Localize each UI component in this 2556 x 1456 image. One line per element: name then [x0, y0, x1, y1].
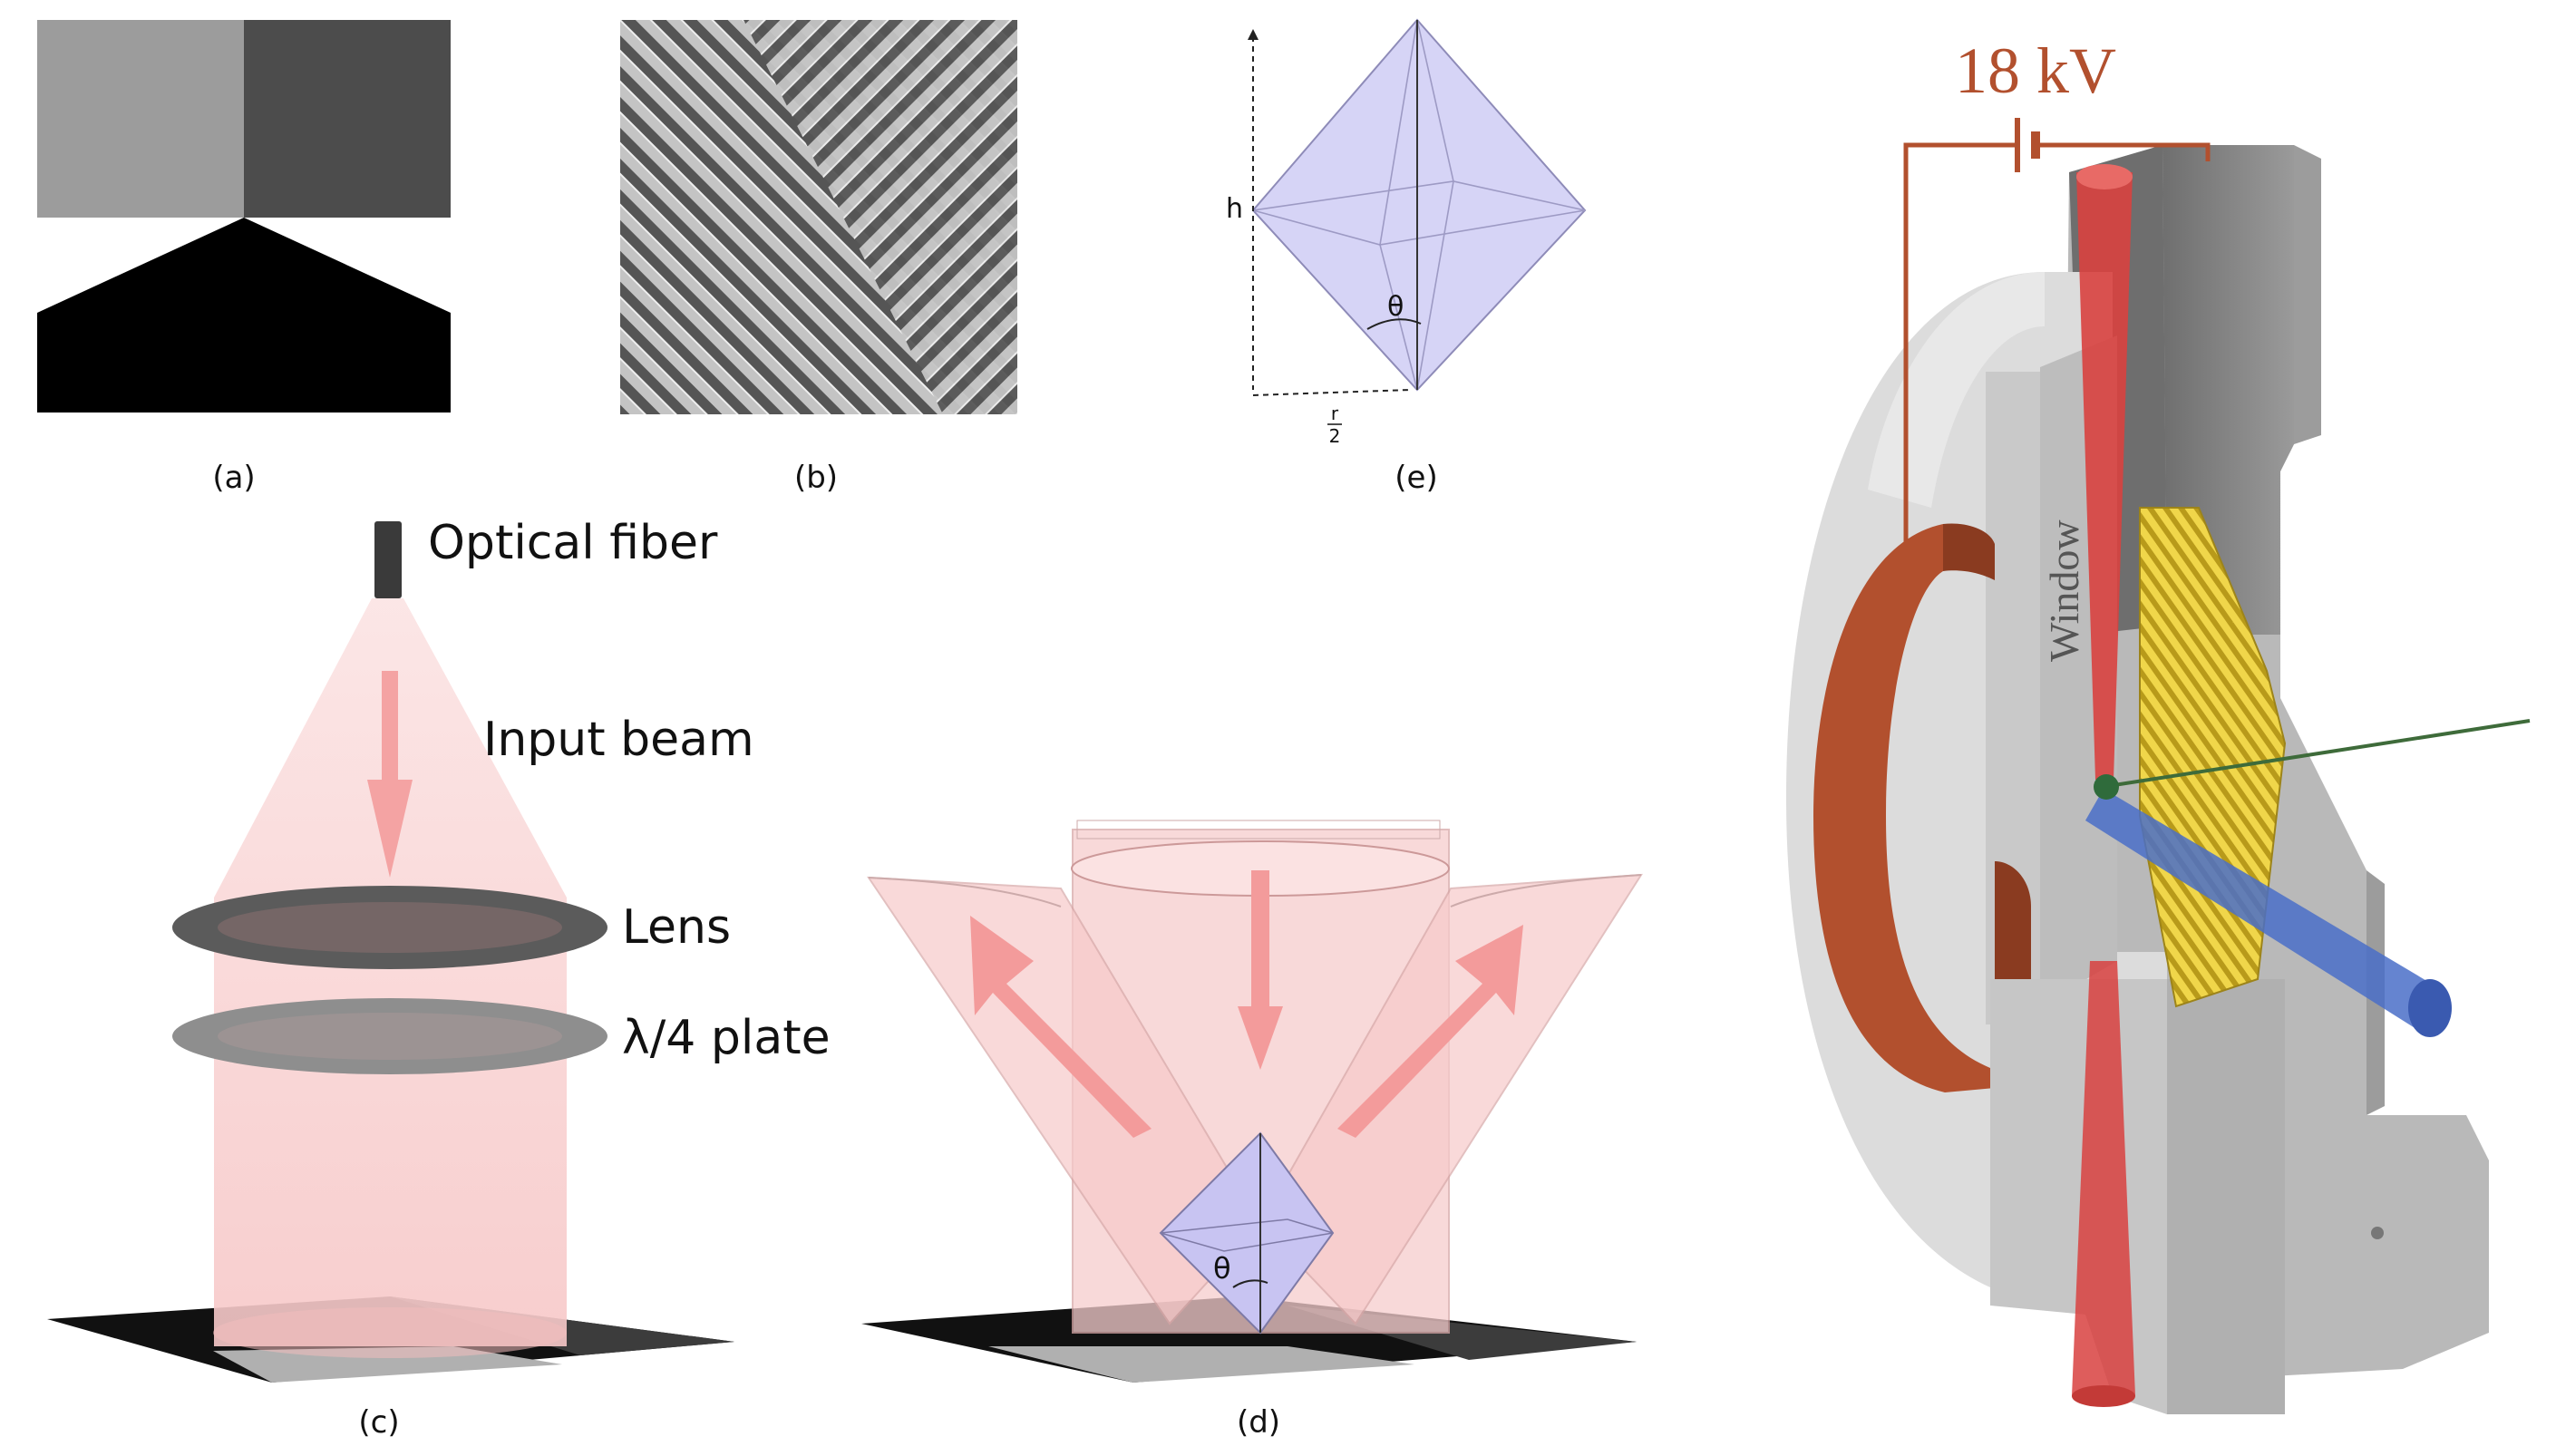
- theta-label: θ: [1387, 291, 1404, 323]
- copper-ring-top: [1943, 523, 1995, 580]
- radius-dimension-line: [1252, 389, 1411, 396]
- reflected-arrow-left: [970, 916, 1152, 1138]
- laser-beam-top: [2076, 172, 2133, 780]
- reflected-beam-right-rim: [1450, 874, 1642, 908]
- label-lens: Lens: [622, 900, 731, 955]
- panel-d-floor-light: [988, 1346, 1414, 1383]
- mount-hole: [2371, 1227, 2384, 1239]
- panel-c-caption: (c): [358, 1404, 399, 1441]
- panel-b-caption: (b): [794, 460, 838, 496]
- beam-arrow-shaft: [382, 671, 398, 780]
- front-disc-slot: [1986, 372, 2040, 1024]
- laser-beam-aperture: [2076, 164, 2133, 189]
- theta-arc: [1366, 318, 1422, 330]
- input-cylinder-rim: [1076, 820, 1441, 840]
- reflected-arrow-right: [1337, 925, 1523, 1138]
- blue-rod: [2085, 789, 2439, 1029]
- panel-a-caption: (a): [212, 460, 255, 496]
- voltage-label: 18 kV: [1955, 34, 2116, 107]
- copper-ring: [1813, 524, 1995, 1092]
- window-label: Window: [2041, 519, 2087, 662]
- beam-arrow-head: [367, 780, 413, 878]
- panel-a-right-face: [244, 20, 451, 218]
- panel-b: (b): [620, 20, 1017, 496]
- octahedron-edges: [1252, 19, 1586, 391]
- lower-front-block-side: [2167, 979, 2285, 1414]
- green-wire: [2107, 719, 2531, 788]
- label-optical-fiber: Optical fiber: [428, 516, 718, 570]
- panel-d: θ (d): [861, 820, 1643, 1441]
- beam-footprint: [213, 1307, 567, 1358]
- octahedron-small-theta-arc: [1232, 1279, 1268, 1288]
- blue-rod-end: [2408, 979, 2452, 1037]
- height-arrow-top: [1248, 29, 1259, 40]
- octahedron-outline: [1251, 18, 1587, 392]
- panel-c-floor-light: [213, 1346, 562, 1383]
- circuit-wire-right: [2036, 142, 2211, 161]
- panel-e-caption: (e): [1395, 460, 1437, 496]
- radius-label-denominator: 2: [1329, 425, 1341, 447]
- octahedron-small-equator: [1160, 1218, 1334, 1252]
- panel-a: (a): [37, 20, 451, 496]
- plate-beam-overlap: [218, 1013, 562, 1060]
- incoming-arrow-head: [1238, 1006, 1283, 1070]
- height-label: h: [1226, 193, 1243, 225]
- back-flange-edge: [2294, 145, 2321, 444]
- panel-b-grating-right: [743, 20, 1017, 414]
- octahedron-small-theta: θ: [1213, 1251, 1231, 1286]
- laser-beam-exit: [2072, 1385, 2135, 1407]
- panel-a-bottom-face: [37, 218, 451, 413]
- label-input-beam: Input beam: [483, 713, 754, 767]
- panel-d-caption: (d): [1237, 1404, 1280, 1441]
- trap-center-ball: [2094, 774, 2119, 800]
- label-quarter-wave-plate: λ/4 plate: [622, 1011, 831, 1065]
- panel-a-left-face: [37, 20, 244, 218]
- panel-e: h θ r 2 (e): [1226, 18, 1587, 496]
- panel-c: Optical fiber Input beam Lens λ/4 plate …: [47, 516, 831, 1441]
- radius-label-numerator: r: [1331, 403, 1339, 424]
- reflected-beam-left-rim: [868, 877, 1062, 908]
- circuit-wire-left: [1903, 142, 2017, 551]
- optical-fiber: [374, 521, 402, 598]
- lens-beam-overlap: [218, 902, 562, 953]
- panel-electrode: Window 18 kV: [1786, 34, 2531, 1414]
- laser-beam-bottom: [2072, 961, 2135, 1396]
- front-disc-highlight: [1868, 272, 2045, 508]
- input-beam-cone: [214, 598, 567, 1346]
- incoming-arrow-shaft: [1251, 870, 1269, 1006]
